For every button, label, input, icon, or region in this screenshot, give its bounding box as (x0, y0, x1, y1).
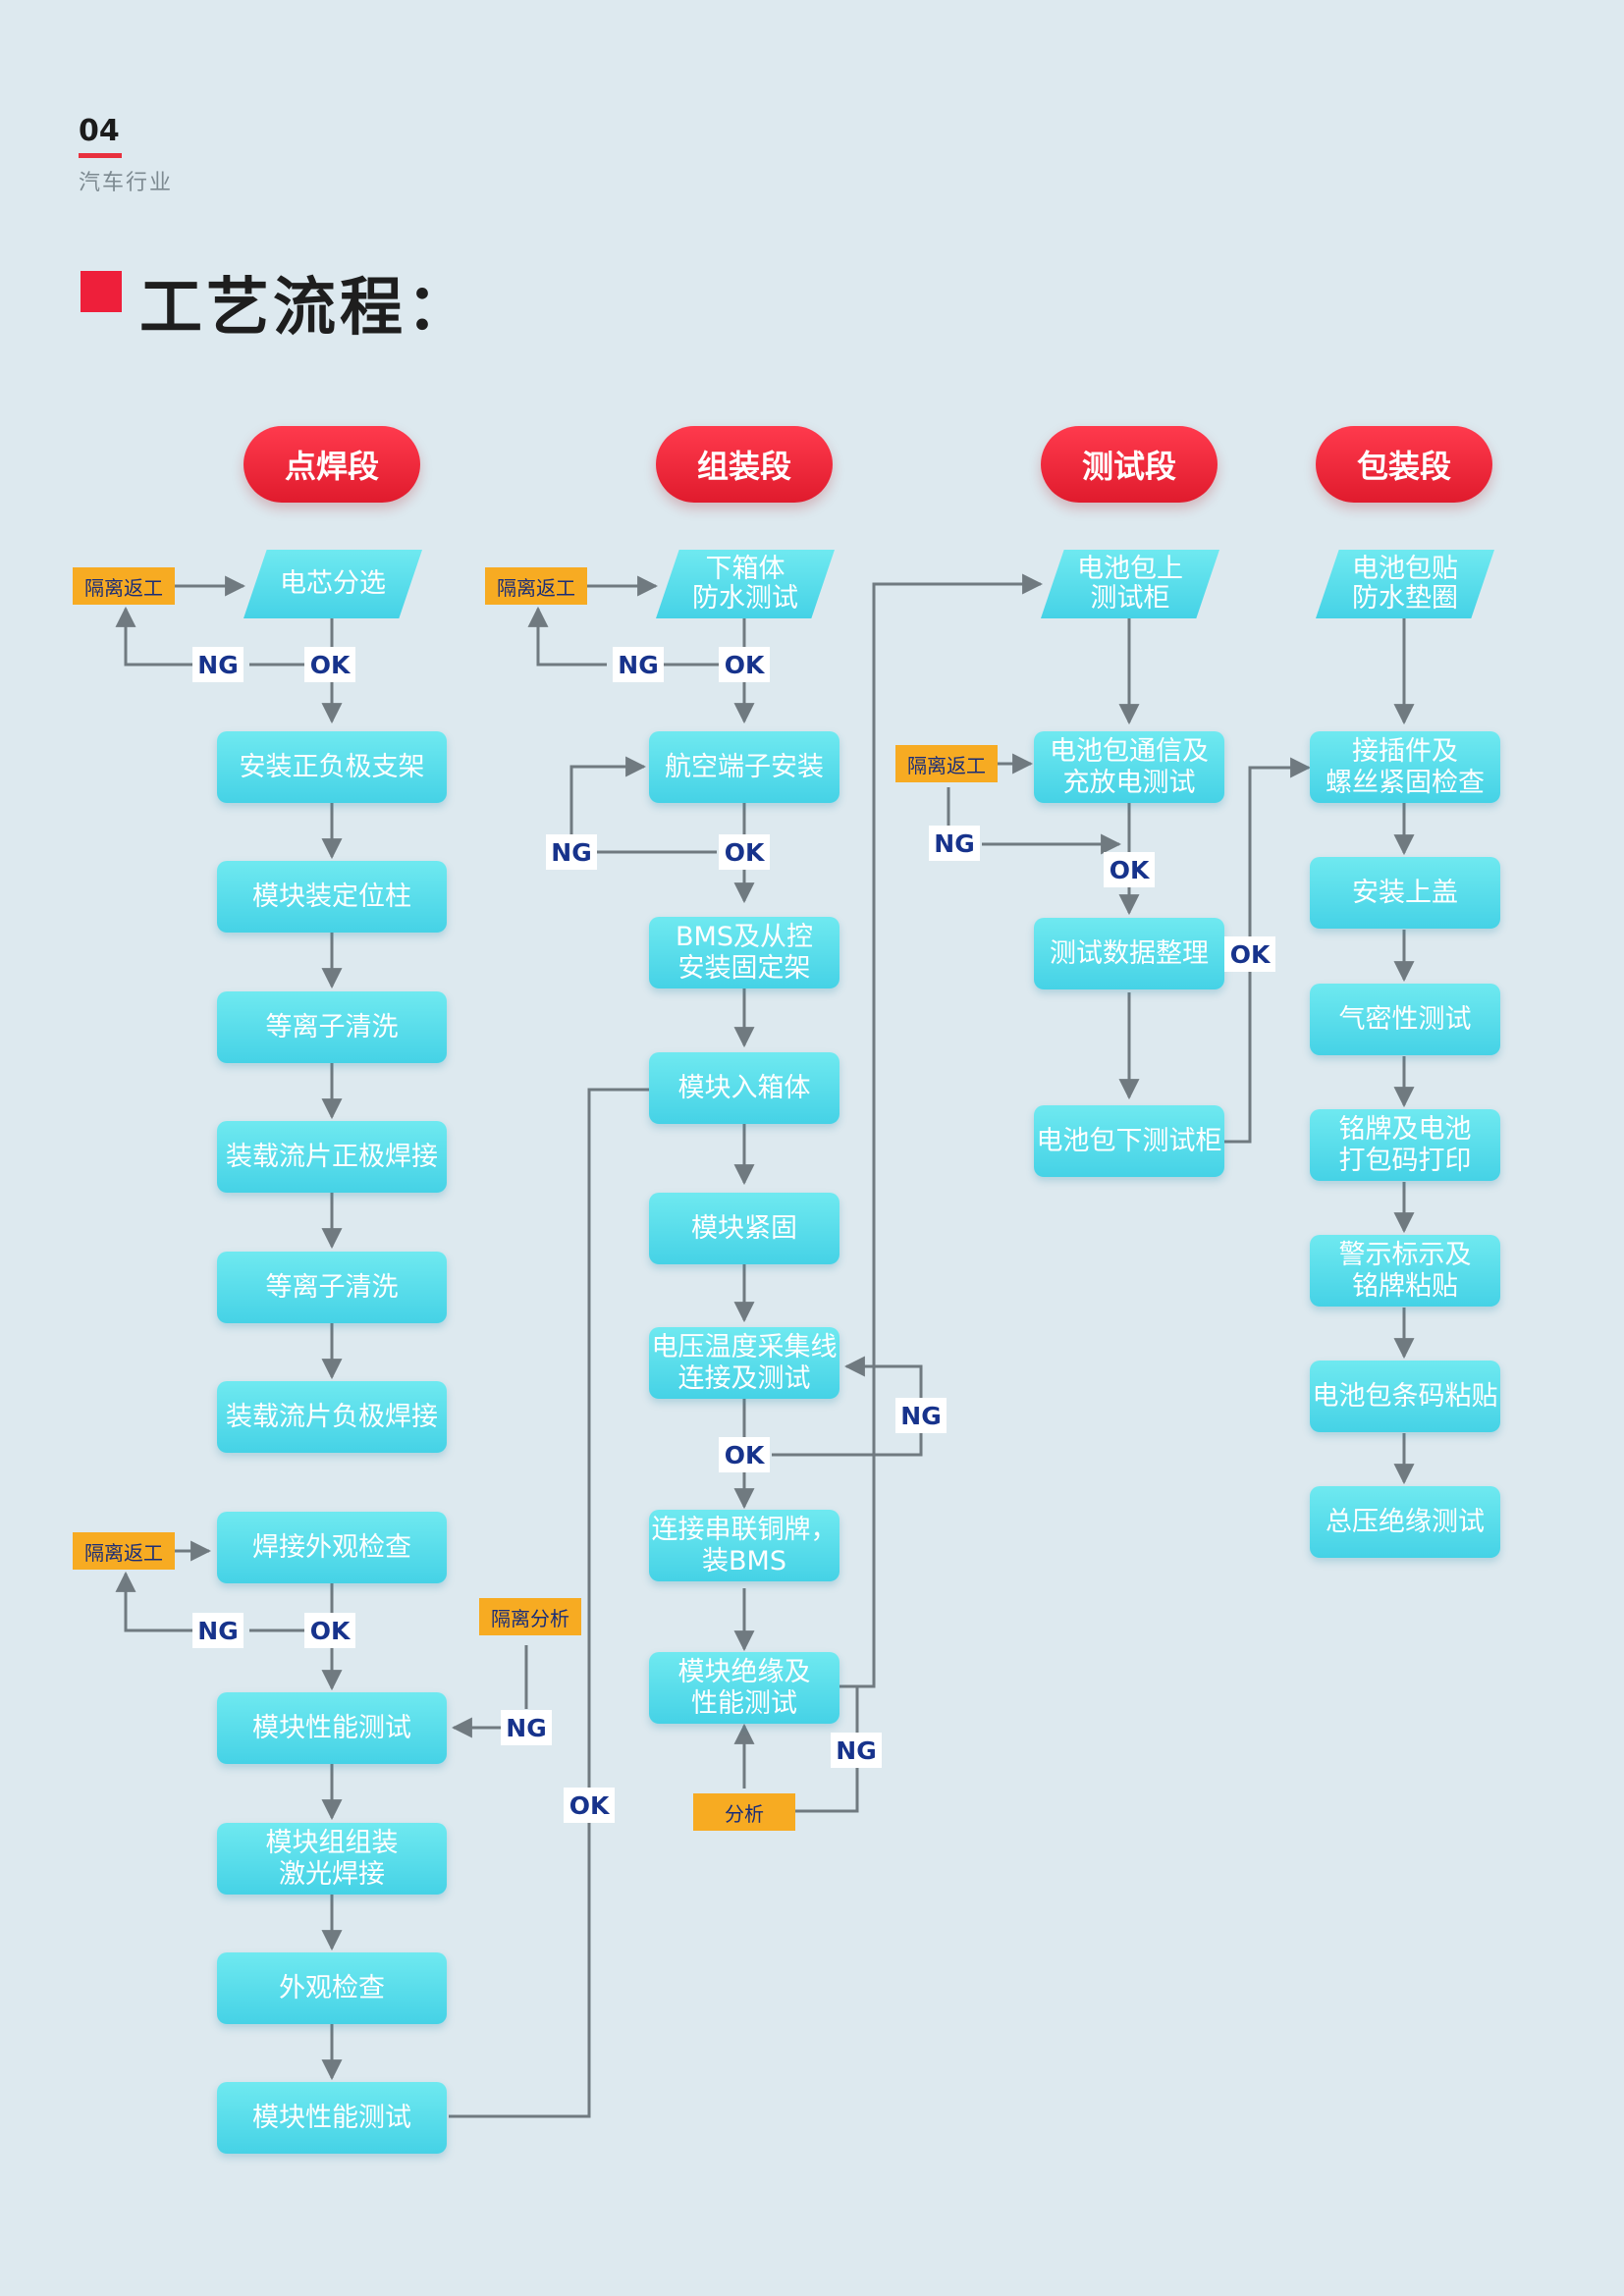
step-connector-screw-check: 接插件及 螺丝紧固检查 (1310, 731, 1500, 803)
step-barcode-apply: 电池包条码粘贴 (1310, 1361, 1500, 1432)
step-warning-label-apply: 警示标示及 铭牌粘贴 (1310, 1235, 1500, 1307)
stage-packaging: 包装段 (1316, 426, 1492, 503)
isolate-rework-label: 隔离返工 (73, 1532, 175, 1570)
title-marker (81, 271, 122, 312)
step-pack-off-test-cabinet: 电池包下测试柜 (1034, 1105, 1224, 1177)
ok-tag: OK (304, 1613, 355, 1648)
step-module-fastening: 模块紧固 (649, 1193, 839, 1264)
ng-tag: NG (192, 1613, 244, 1648)
ng-tag: NG (546, 834, 597, 870)
ok-tag: OK (719, 1437, 770, 1472)
step-plasma-clean-1: 等离子清洗 (217, 991, 447, 1063)
step-nameplate-code-print: 铭牌及电池 打包码打印 (1310, 1109, 1500, 1181)
step-module-performance-test-1: 模块性能测试 (217, 1692, 447, 1764)
page-number: 04 (79, 114, 120, 148)
stage-spot-welding: 点焊段 (244, 426, 420, 503)
step-communication-charge-test: 电池包通信及 充放电测试 (1034, 731, 1224, 803)
start-lower-case-waterproof-test: 下箱体 防水测试 (656, 550, 835, 618)
ok-tag: OK (564, 1788, 615, 1823)
step-insulation-performance-test: 模块绝缘及 性能测试 (649, 1652, 839, 1724)
step-busbar-bms-install: 连接串联铜牌， 装BMS (649, 1510, 839, 1581)
step-install-terminal-bracket: 安装正负极支架 (217, 731, 447, 803)
ok-tag: OK (1224, 936, 1275, 972)
step-weld-visual-inspection: 焊接外观检查 (217, 1512, 447, 1583)
step-test-data-organize: 测试数据整理 (1034, 918, 1224, 989)
step-total-voltage-insulation-test: 总压绝缘测试 (1310, 1486, 1500, 1558)
page-title: 工艺流程： (139, 272, 473, 345)
step-plasma-clean-2: 等离子清洗 (217, 1252, 447, 1323)
step-module-performance-test-2: 模块性能测试 (217, 2082, 447, 2154)
ok-tag: OK (719, 834, 770, 870)
step-module-locating-pin: 模块装定位柱 (217, 861, 447, 933)
stage-assembly: 组装段 (656, 426, 833, 503)
step-aviation-terminal-install: 航空端子安装 (649, 731, 839, 803)
ng-tag: NG (192, 647, 244, 682)
ng-tag: NG (929, 826, 980, 861)
ng-tag: NG (895, 1398, 947, 1433)
start-waterproof-gasket: 电池包贴 防水垫圈 (1316, 550, 1494, 618)
isolate-rework-label: 隔离返工 (73, 567, 175, 605)
ng-tag: NG (501, 1710, 552, 1745)
step-voltage-temp-harness: 电压温度采集线 连接及测试 (649, 1327, 839, 1399)
analysis-label: 分析 (693, 1793, 795, 1831)
ng-tag: NG (831, 1733, 882, 1768)
isolate-analysis-label: 隔离分析 (479, 1598, 581, 1635)
step-module-into-case: 模块入箱体 (649, 1052, 839, 1124)
start-pack-onto-test-cabinet: 电池包上 测试柜 (1041, 550, 1219, 618)
ok-tag: OK (304, 647, 355, 682)
ok-tag: OK (719, 647, 770, 682)
page-number-underline (79, 153, 122, 158)
step-negative-weld: 装载流片负极焊接 (217, 1381, 447, 1453)
step-laser-weld-assembly: 模块组组装 激光焊接 (217, 1823, 447, 1895)
step-air-tightness-test: 气密性测试 (1310, 984, 1500, 1055)
stage-testing: 测试段 (1041, 426, 1218, 503)
ng-tag: NG (613, 647, 664, 682)
start-cell-sorting: 电芯分选 (244, 550, 422, 618)
step-positive-weld: 装载流片正极焊接 (217, 1121, 447, 1193)
step-visual-inspection: 外观检查 (217, 1952, 447, 2024)
isolate-rework-label: 隔离返工 (895, 745, 998, 782)
isolate-rework-label: 隔离返工 (485, 567, 587, 605)
step-install-top-cover: 安装上盖 (1310, 857, 1500, 929)
ok-tag: OK (1104, 852, 1155, 887)
step-bms-bracket-install: BMS及从控 安装固定架 (649, 917, 839, 988)
section-label: 汽车行业 (79, 171, 174, 195)
